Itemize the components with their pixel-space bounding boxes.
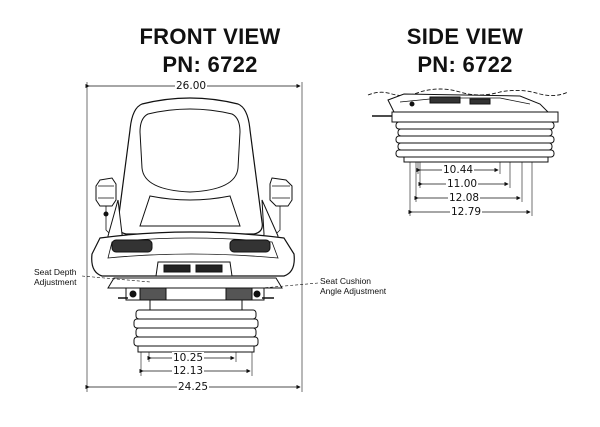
front-base-outer-label: 12.13 bbox=[172, 365, 205, 377]
side-dim-1: 10.44 bbox=[442, 164, 475, 176]
front-base-inner-label: 10.25 bbox=[172, 352, 205, 364]
front-top-width-label: 26.00 bbox=[175, 80, 208, 92]
seat-cushion-leader bbox=[261, 282, 319, 289]
side-view-title: SIDE VIEW bbox=[406, 24, 524, 49]
front-view-title: FRONT VIEW bbox=[139, 24, 281, 49]
side-dim-2: 11.00 bbox=[446, 178, 479, 190]
front-seat bbox=[85, 82, 303, 392]
seat-depth-line-1: Seat Depth bbox=[34, 267, 77, 277]
seat-cushion-line-2: Angle Adjustment bbox=[320, 286, 387, 296]
seat-depth-callout: Seat Depth Adjustment bbox=[34, 267, 77, 287]
front-view-part-number: PN: 6722 bbox=[162, 52, 258, 77]
side-seat bbox=[367, 88, 569, 216]
front-bottom-width-label: 24.25 bbox=[177, 381, 210, 393]
seat-depth-line-2: Adjustment bbox=[34, 277, 77, 287]
seat-cushion-callout: Seat Cushion Angle Adjustment bbox=[320, 276, 386, 296]
seat-depth-leader bbox=[81, 275, 151, 283]
seat-cushion-line-1: Seat Cushion bbox=[320, 276, 372, 286]
side-dim-3: 12.08 bbox=[448, 192, 481, 204]
side-view-part-number: PN: 6722 bbox=[417, 52, 513, 77]
side-dim-4: 12.79 bbox=[450, 206, 483, 218]
